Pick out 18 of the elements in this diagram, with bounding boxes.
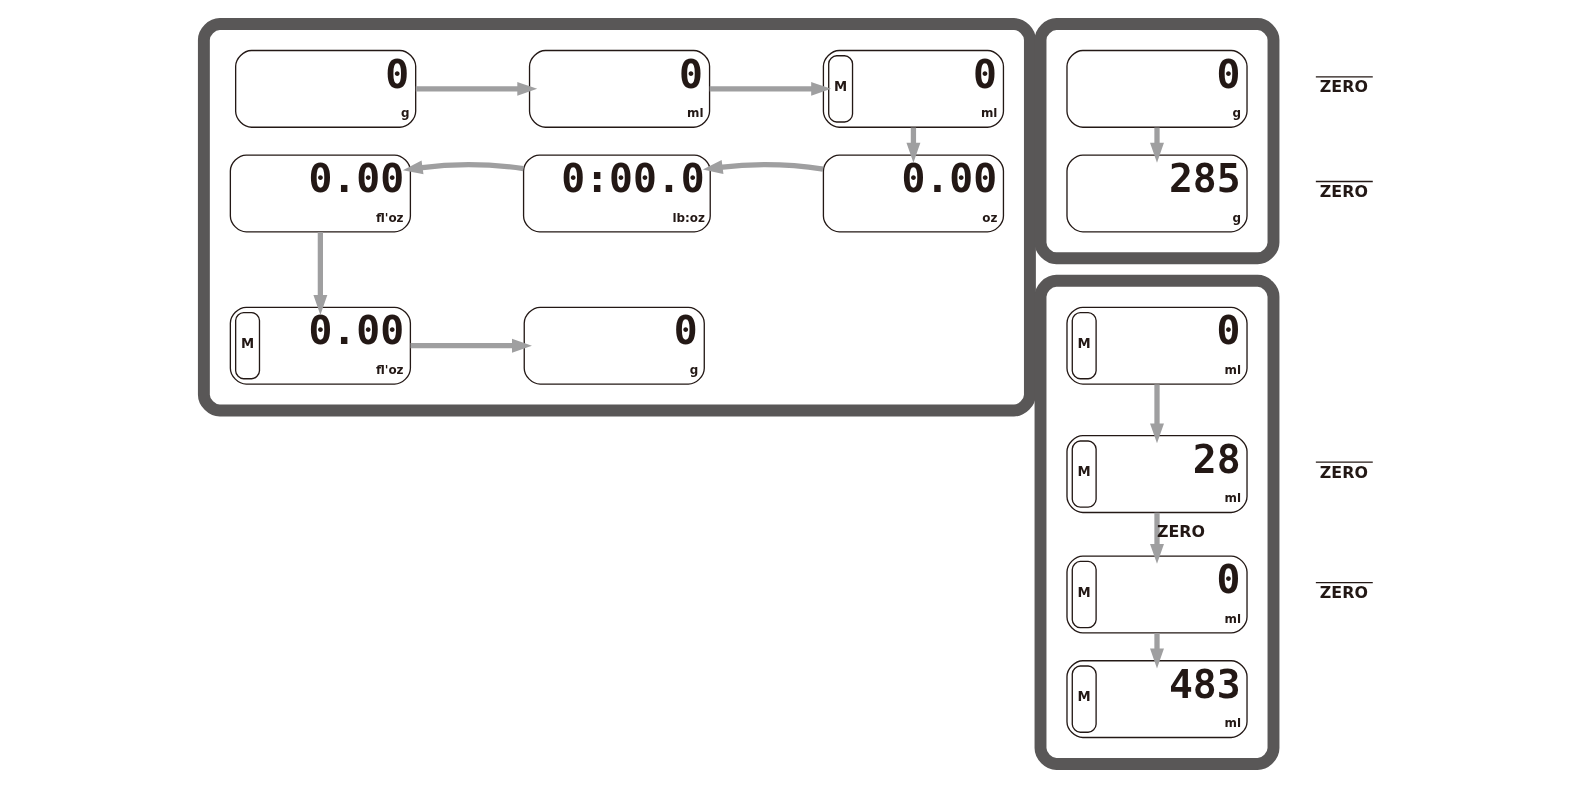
arrow	[1150, 127, 1164, 163]
arrow	[313, 232, 328, 315]
arrow	[709, 81, 832, 96]
cluster	[197, 18, 1036, 417]
arrow	[1150, 512, 1164, 564]
cluster	[1034, 18, 1280, 265]
edge-label: ZERO	[1157, 522, 1206, 542]
label: ZERO	[1319, 582, 1368, 602]
label: ZERO	[1319, 77, 1368, 97]
arrow	[1150, 633, 1164, 669]
cluster	[1034, 274, 1280, 770]
arrow	[410, 338, 532, 353]
arrow	[415, 81, 538, 96]
label: ZERO	[1319, 462, 1368, 482]
arrow	[1150, 384, 1164, 444]
label: ZERO	[1319, 181, 1368, 201]
arrow	[402, 160, 524, 175]
arrow	[702, 160, 824, 174]
